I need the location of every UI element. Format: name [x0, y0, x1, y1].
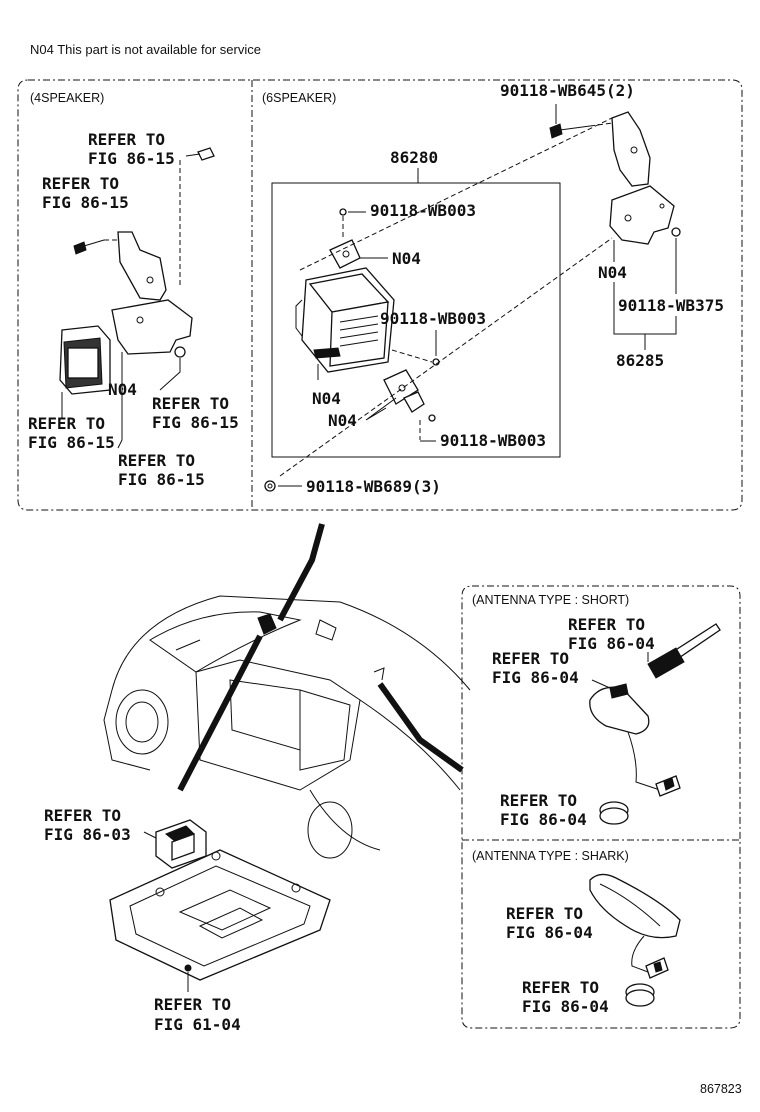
refer-module-line1: REFER TO: [44, 806, 121, 825]
connector-shark-icon: [645, 957, 669, 979]
bolt-top-icon: [549, 123, 591, 139]
shark-antenna-icon: [589, 873, 681, 973]
connector-short-icon: [655, 775, 681, 797]
refer-module-line2: FIG 86-03: [44, 825, 131, 844]
refer-body-line2: FIG 86-04: [506, 923, 593, 942]
label-bracket-86285: 86285: [616, 351, 664, 370]
panel-4speaker-title: (4SPEAKER): [30, 91, 104, 105]
refer-4spk-e-line2: FIG 86-15: [118, 470, 205, 489]
refer-base-line1: REFER TO: [492, 649, 569, 668]
figure-code: 867823: [700, 1082, 742, 1096]
grommet-shark-icon: [625, 983, 655, 1007]
label-n04-3: N04: [328, 411, 357, 430]
antenna-short-title: (ANTENNA TYPE : SHORT): [472, 593, 629, 607]
label-n04-2: N04: [312, 389, 341, 408]
refer-console-line1: REFER TO: [154, 995, 231, 1014]
screw-3-icon: [428, 414, 436, 422]
overhead-console-icon: [109, 849, 331, 981]
refer-grommet-short-line1: REFER TO: [500, 791, 577, 810]
grommet-short-icon: [599, 801, 629, 825]
label-n04-4: N04: [598, 263, 627, 282]
bracket-4spk-icon: [111, 231, 193, 355]
bolt-left-icon: [73, 239, 105, 255]
refer-rod-line1: REFER TO: [568, 615, 645, 634]
label-screw-4: 90118-WB375: [618, 296, 724, 315]
label-screw-3: 90118-WB003: [440, 431, 546, 450]
nut-6spk-icon: [671, 227, 681, 237]
refer-console-line2: FIG 61-04: [154, 1015, 241, 1034]
panel-antenna-shark: (ANTENNA TYPE : SHARK) REFER TO FIG 86-0…: [472, 849, 681, 1016]
amplifier-4spk-icon: [59, 325, 111, 395]
antenna-shark-title: (ANTENNA TYPE : SHARK): [472, 849, 629, 863]
label-screw-2: 90118-WB003: [380, 309, 486, 328]
refer-4spk-b-line1: REFER TO: [42, 174, 119, 193]
availability-note: N04 This part is not available for servi…: [30, 42, 261, 57]
panel-6speaker-title: (6SPEAKER): [262, 91, 336, 105]
refer-rod-line2: FIG 86-04: [568, 634, 655, 653]
bracket-6spk-icon: [609, 111, 675, 245]
clip-2-icon: [383, 369, 425, 413]
refer-4spk-a-line1: REFER TO: [88, 130, 165, 149]
refer-body-line1: REFER TO: [506, 904, 583, 923]
label-n04-1: N04: [392, 249, 421, 268]
vehicle-illustration: [103, 523, 471, 859]
top-frame: [17, 79, 743, 511]
antenna-base-short-icon: [589, 683, 661, 791]
refer-grommet-shark-line1: REFER TO: [522, 978, 599, 997]
speaker-module-6spk-icon: [295, 267, 395, 373]
antenna-frame: [461, 585, 741, 1029]
refer-base-line2: FIG 86-04: [492, 668, 579, 687]
screw-1-icon: [339, 208, 347, 216]
panel-antenna-short: (ANTENNA TYPE : SHORT) REFER TO FIG 86-0…: [472, 593, 721, 829]
antenna-rod-icon: [647, 623, 721, 679]
refer-4spk-a-line2: FIG 86-15: [88, 149, 175, 168]
refer-4spk-c-line2: FIG 86-15: [152, 413, 239, 432]
label-assy-86280: 86280: [390, 148, 438, 167]
panel-4speaker: (4SPEAKER) REFER TO FIG 86-15 REFER TO F…: [28, 91, 239, 489]
nut-icon: [264, 480, 276, 492]
screw-top-icon: [185, 147, 215, 161]
refer-4spk-d-line2: FIG 86-15: [28, 433, 115, 452]
refer-4spk-b-line2: FIG 86-15: [42, 193, 129, 212]
refer-4spk-d-line1: REFER TO: [28, 414, 105, 433]
refer-4spk-c-line1: REFER TO: [152, 394, 229, 413]
clip-1-icon: [329, 239, 361, 269]
label-bolt-top: 90118-WB645(2): [500, 81, 635, 100]
panel-6speaker: (6SPEAKER) 90118-WB645(2) 86280 90118-WB…: [262, 81, 724, 496]
screw-2-icon: [432, 358, 440, 366]
nut-4spk-icon: [174, 346, 186, 358]
refer-grommet-shark-line2: FIG 86-04: [522, 997, 609, 1016]
refer-grommet-short-line2: FIG 86-04: [500, 810, 587, 829]
assy-box: [271, 182, 561, 458]
refer-4spk-e-line1: REFER TO: [118, 451, 195, 470]
label-nut: 90118-WB689(3): [306, 477, 441, 496]
